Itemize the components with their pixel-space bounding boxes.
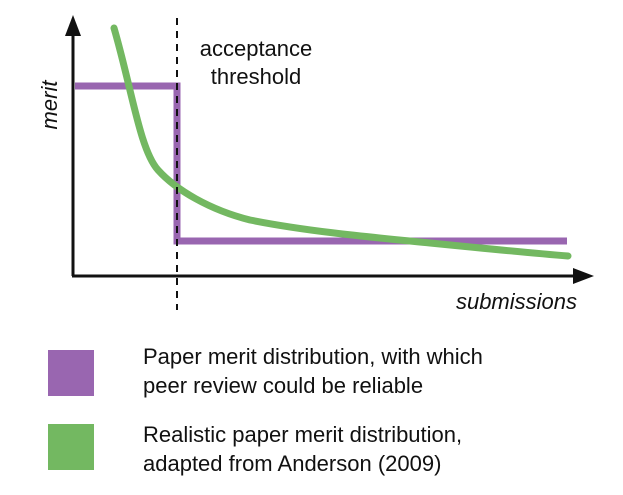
axes [65,15,594,284]
threshold-label-line-1: acceptance [200,36,313,61]
threshold-label-line-2: threshold [211,64,302,89]
legend: Paper merit distribution, with which pee… [48,344,483,476]
x-axis-arrowhead [573,268,594,284]
x-axis-label: submissions [456,289,577,314]
legend-realistic-line-2: adapted from Anderson (2009) [143,451,441,476]
legend-swatch-realistic [48,424,94,470]
y-axis-label: merit [37,80,62,130]
legend-ideal-line-1: Paper merit distribution, with which [143,344,483,369]
legend-swatch-ideal [48,350,94,396]
y-axis-arrowhead [65,15,81,36]
legend-realistic-line-1: Realistic paper merit distribution, [143,422,462,447]
ideal-merit-curve [75,82,567,245]
realistic-merit-curve [110,24,572,260]
legend-ideal-line-2: peer review could be reliable [143,373,423,398]
